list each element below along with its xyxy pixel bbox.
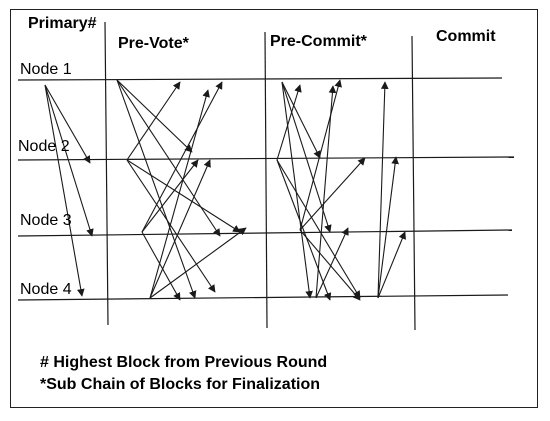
message-arrow-8 [126,159,216,293]
message-arrow-11 [141,159,199,233]
message-arrow-28 [377,156,399,299]
message-arrow-3 [44,84,85,297]
message-arrow-20 [276,159,332,301]
phase-divider-3 [411,35,416,331]
message-arrow-10 [141,81,223,233]
node-line-1 [17,77,503,81]
phase-dividers [104,21,416,331]
message-arrow-7 [126,81,181,161]
footnote-highest-block: # Highest Block from Previous Round [40,354,328,371]
message-arrow-24 [299,229,361,301]
diagram-frame [10,9,538,408]
message-arrows [44,79,406,301]
message-arrow-26 [315,85,337,299]
message-arrow-9 [126,159,241,233]
message-arrow-21 [276,159,361,299]
header-precommit: Pre-Commit* [270,33,367,50]
message-arrow-4 [116,79,193,153]
message-arrow-14 [149,227,247,299]
message-arrow-17 [281,81,332,233]
node-label-3: Node 3 [20,212,72,229]
node-label-2: Node 2 [18,138,70,155]
message-arrow-23 [299,79,342,231]
message-arrow-18 [281,81,313,299]
message-arrow-27 [377,81,389,299]
footnote-sub-chain: *Sub Chain of Blocks for Finalization [40,376,321,393]
message-arrow-12 [141,231,181,301]
node-lines [17,77,515,301]
header-prevote: Pre-Vote* [118,35,189,52]
header-commit: Commit [436,28,496,45]
message-arrow-16 [281,81,321,159]
message-arrow-5 [116,79,221,237]
message-arrow-22 [299,157,366,231]
phase-divider-2 [264,31,268,329]
message-arrow-29 [377,231,406,299]
message-arrow-13 [149,159,211,299]
node-line-4 [17,294,509,301]
message-arrow-6 [116,79,197,299]
node-line-3 [17,229,513,237]
message-arrow-15 [149,89,210,299]
node-label-1: Node 1 [20,61,72,78]
message-arrow-25 [315,227,349,299]
message-arrow-19 [276,84,302,161]
message-arrow-2 [44,84,94,237]
message-arrow-1 [44,84,91,164]
header-primary: Primary# [28,15,97,32]
phase-divider-1 [104,21,109,326]
node-label-4: Node 4 [20,281,72,298]
